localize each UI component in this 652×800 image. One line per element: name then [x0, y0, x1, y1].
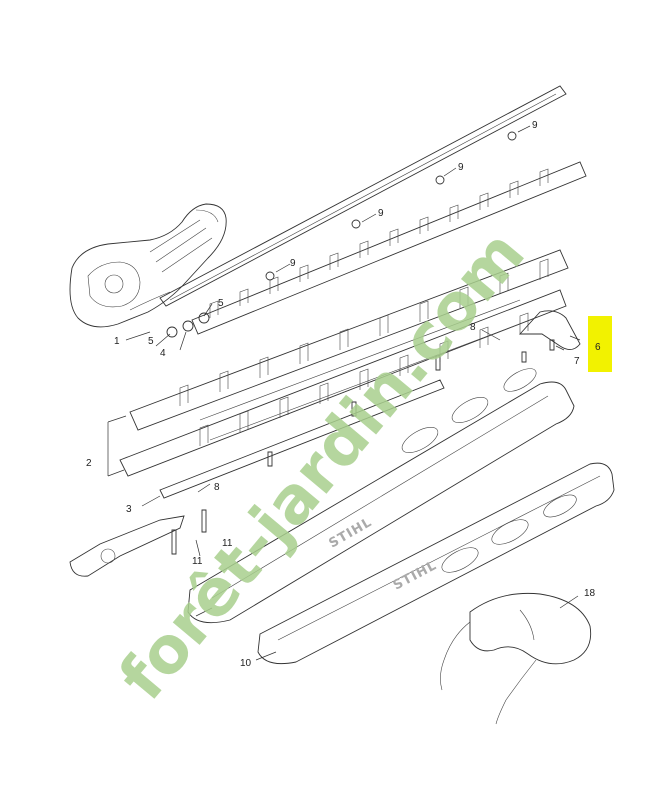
safety-glasses: [440, 592, 592, 725]
callout-10: 10: [240, 658, 252, 669]
upper-blade: [191, 161, 587, 335]
leader-lines: [107, 125, 581, 661]
fasteners: [166, 131, 555, 555]
callout-5a: 5: [148, 336, 154, 347]
lower-bar: [159, 379, 445, 499]
brand-mark-2: STIHL: [391, 558, 440, 593]
callout-9d: 9: [532, 120, 538, 131]
drive-plate: [69, 515, 185, 577]
callout-9c: 9: [458, 162, 464, 173]
callout-9b: 9: [378, 208, 384, 219]
callout-2: 2: [86, 458, 92, 469]
callout-1: 1: [114, 336, 120, 347]
callout-7: 7: [574, 356, 580, 367]
callout-4: 4: [160, 348, 166, 359]
callout-8a: 8: [470, 322, 476, 333]
top-bar: [159, 85, 567, 307]
callout-5b: 5: [218, 298, 224, 309]
watermark-text: forêt-jardin.com: [106, 217, 540, 714]
gear-housing: [69, 203, 227, 328]
callout-11a: 11: [222, 538, 233, 549]
callout-labels: 1 2 3 4 5 5 6 7 8 8 9 9 9 9 10 11 11 18: [86, 120, 601, 669]
brand-mark-1: STIHL: [327, 515, 375, 552]
watermark: forêt-jardin.com: [106, 217, 540, 714]
highlight-box: [588, 316, 612, 372]
callout-18: 18: [584, 588, 596, 599]
bracket-6: [518, 310, 581, 350]
callout-3: 3: [126, 504, 132, 515]
callout-9a: 9: [290, 258, 296, 269]
blade-pair: [119, 249, 569, 477]
callout-11b: 11: [192, 556, 203, 567]
callout-6: 6: [595, 342, 601, 353]
callout-8b: 8: [214, 482, 220, 493]
